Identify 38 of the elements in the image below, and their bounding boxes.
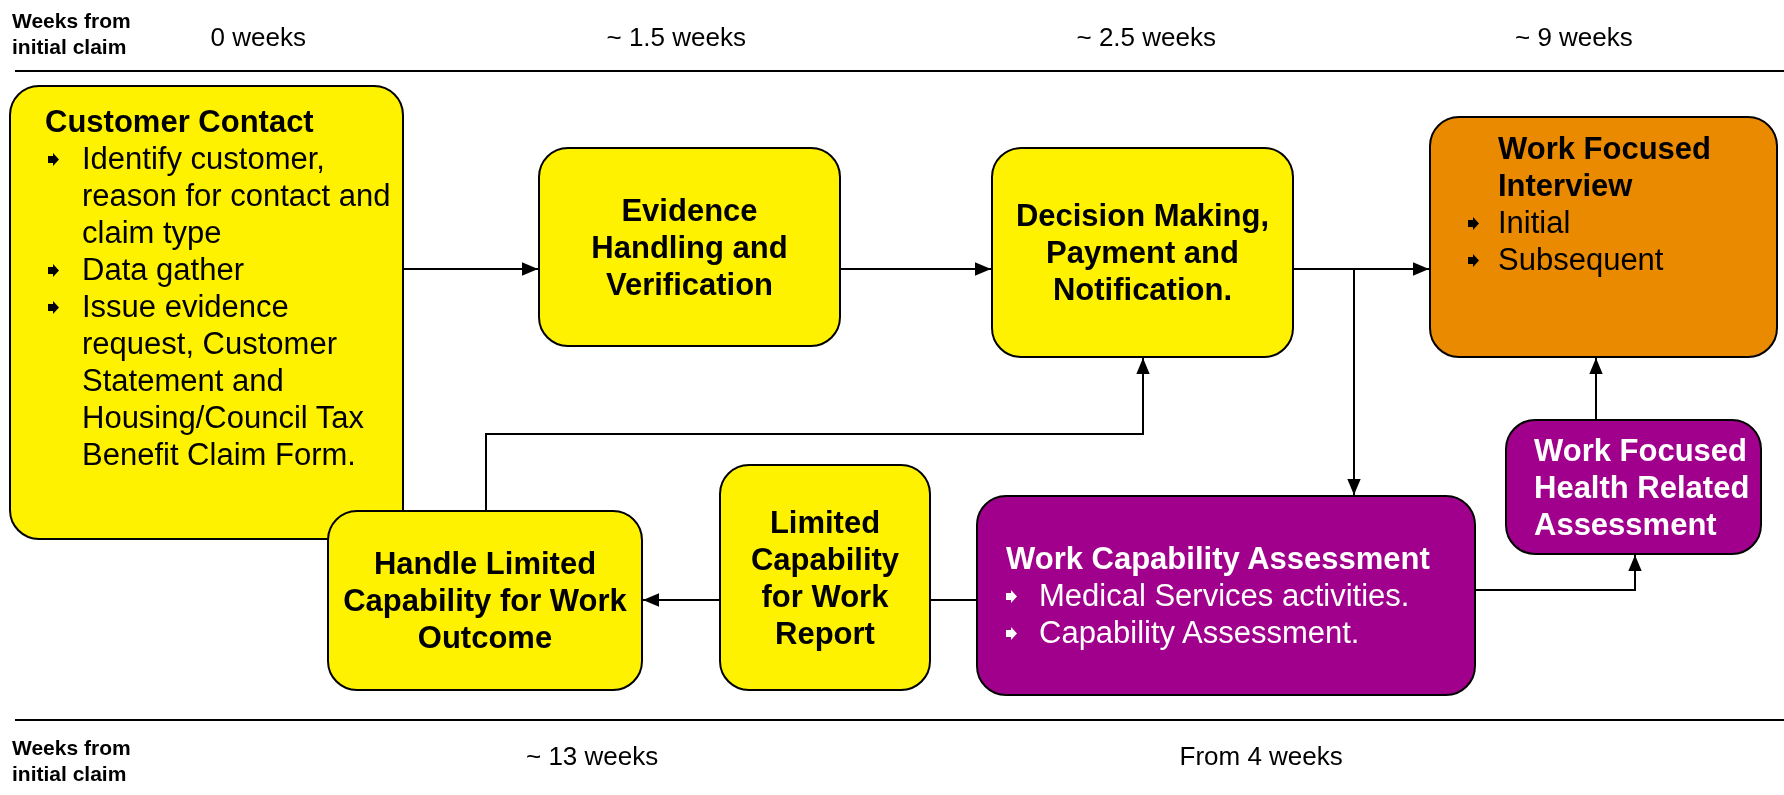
arrow [485, 357, 1150, 511]
process-box [9, 85, 404, 540]
list-item: Initial [1498, 204, 1571, 241]
box-title: Work Focused Interview [1498, 130, 1713, 204]
list-item: Subsequent [1498, 241, 1664, 278]
arrow [1475, 554, 1642, 591]
box-label: Evidence Handling and Verification [590, 191, 789, 303]
box-label: Work Focused Health Related Assessment [1534, 431, 1751, 543]
process-box [719, 464, 931, 691]
axis-title: Weeks from initial claim [12, 735, 132, 787]
time-label: From 4 weeks [1179, 741, 1343, 772]
list-item: Capability Assessment. [1039, 614, 1360, 651]
box-label: Decision Making, Payment and Notification. [1014, 197, 1271, 308]
time-label: ~ 13 weeks [526, 741, 659, 772]
arrow [1589, 357, 1603, 420]
arrow [1293, 268, 1361, 496]
box-label: Limited Capability for Work Report [749, 503, 901, 652]
time-label: ~ 1.5 weeks [606, 22, 746, 53]
process-box [538, 147, 841, 347]
list-item: Medical Services activities. [1039, 577, 1410, 614]
box-title: Customer Contact [45, 103, 315, 140]
arrow [840, 262, 992, 276]
time-label: 0 weeks [210, 22, 306, 53]
process-box [991, 147, 1294, 358]
arrow [403, 262, 539, 276]
list-item: Identify customer, reason for contact and claim type [82, 140, 392, 251]
time-label: ~ 9 weeks [1515, 22, 1633, 53]
process-box [1505, 419, 1762, 555]
list-item: Issue evidence request, Customer Statement and Housing/Council Tax Benefit Claim Form. [82, 288, 366, 473]
arrow [642, 593, 720, 607]
process-box [976, 495, 1476, 696]
axis-title: Weeks from initial claim [12, 8, 132, 60]
process-box [327, 510, 643, 691]
time-label: ~ 2.5 weeks [1076, 22, 1216, 53]
box-title: Work Capability Assessment [1006, 540, 1431, 577]
list-item: Data gather [82, 251, 244, 288]
box-label: Handle Limited Capability for Work Outcome [342, 545, 628, 656]
process-box [1429, 116, 1778, 358]
